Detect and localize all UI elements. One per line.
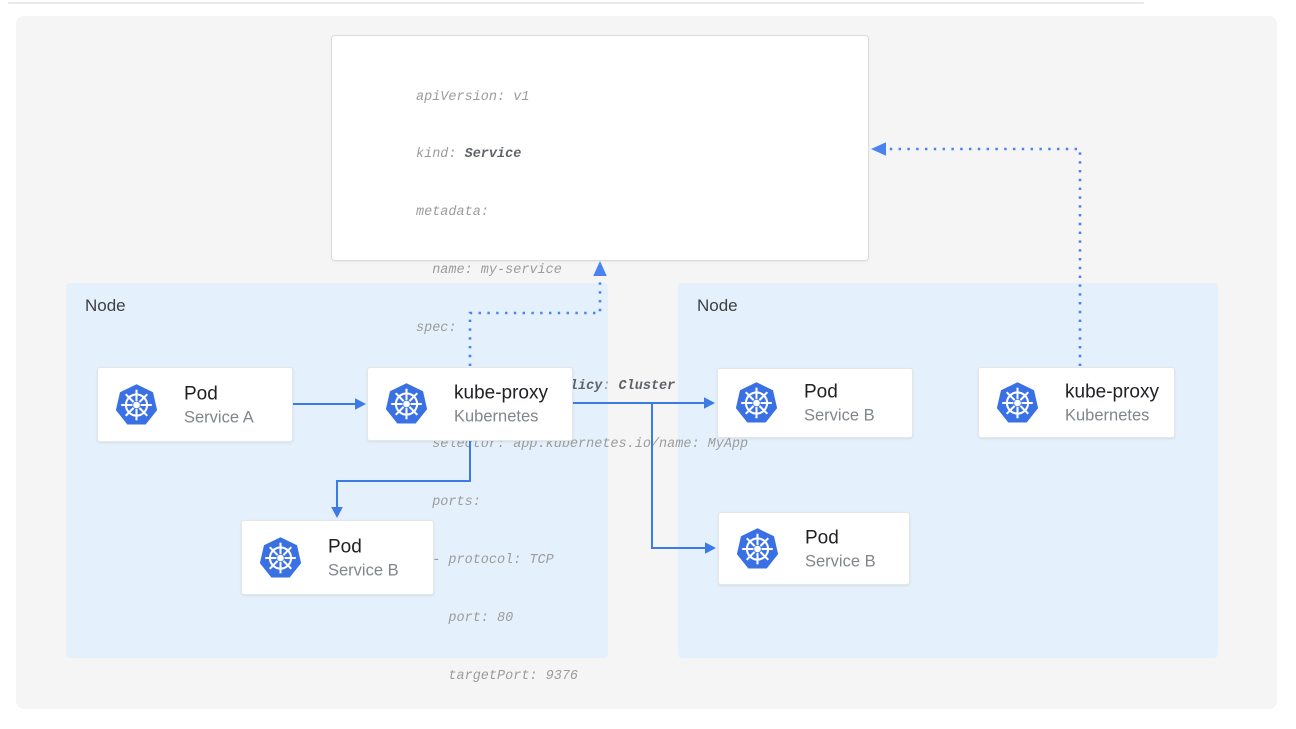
code-line: kind: Service bbox=[416, 147, 522, 163]
card-pod-service-b-left: Pod Service B bbox=[241, 520, 434, 595]
kubernetes-icon bbox=[734, 381, 779, 426]
card-title: Pod bbox=[184, 383, 218, 404]
code-line: port: 80 bbox=[416, 610, 514, 626]
card-kube-proxy-left: kube-proxy Kubernetes bbox=[367, 367, 573, 441]
kubernetes-icon bbox=[258, 535, 303, 580]
node-right: Node bbox=[678, 283, 1218, 658]
card-subtitle: Kubernetes bbox=[454, 407, 539, 426]
card-kube-proxy-right: kube-proxy Kubernetes bbox=[978, 367, 1175, 438]
card-subtitle: Service B bbox=[805, 552, 876, 570]
card-title: Pod bbox=[805, 527, 839, 548]
code-line: apiVersion: v1 bbox=[416, 89, 530, 105]
card-pod-service-b-right-2: Pod Service B bbox=[718, 512, 910, 585]
card-pod-service-a: Pod Service A bbox=[97, 367, 293, 442]
card-subtitle: Kubernetes bbox=[1065, 406, 1150, 424]
card-subtitle: Service B bbox=[804, 406, 875, 425]
kubernetes-icon bbox=[384, 382, 429, 427]
kubernetes-icon bbox=[114, 382, 159, 427]
code-line: targetPort: 9376 bbox=[416, 668, 579, 684]
card-subtitle: Service A bbox=[184, 408, 254, 426]
kubernetes-icon bbox=[735, 526, 780, 571]
code-line: name: my-service bbox=[416, 263, 562, 279]
card-subtitle: Service B bbox=[328, 561, 399, 579]
card-title: kube-proxy bbox=[1065, 381, 1159, 402]
node-label: Node bbox=[697, 296, 738, 315]
card-title: Pod bbox=[328, 536, 362, 557]
node-label: Node bbox=[85, 296, 126, 315]
code-line: ports: bbox=[416, 494, 481, 510]
yaml-manifest-card: apiVersion: v1 kind: Service metadata: n… bbox=[331, 35, 869, 684]
top-divider bbox=[8, 2, 1144, 4]
card-title: kube-proxy bbox=[454, 382, 548, 404]
card-pod-service-b-right-1: Pod Service B bbox=[717, 368, 913, 438]
kubernetes-icon bbox=[995, 380, 1040, 425]
code-line: spec: bbox=[416, 321, 457, 337]
code-line: - protocol: TCP bbox=[416, 552, 554, 568]
code-line: metadata: bbox=[416, 205, 489, 221]
card-title: Pod bbox=[804, 381, 838, 403]
